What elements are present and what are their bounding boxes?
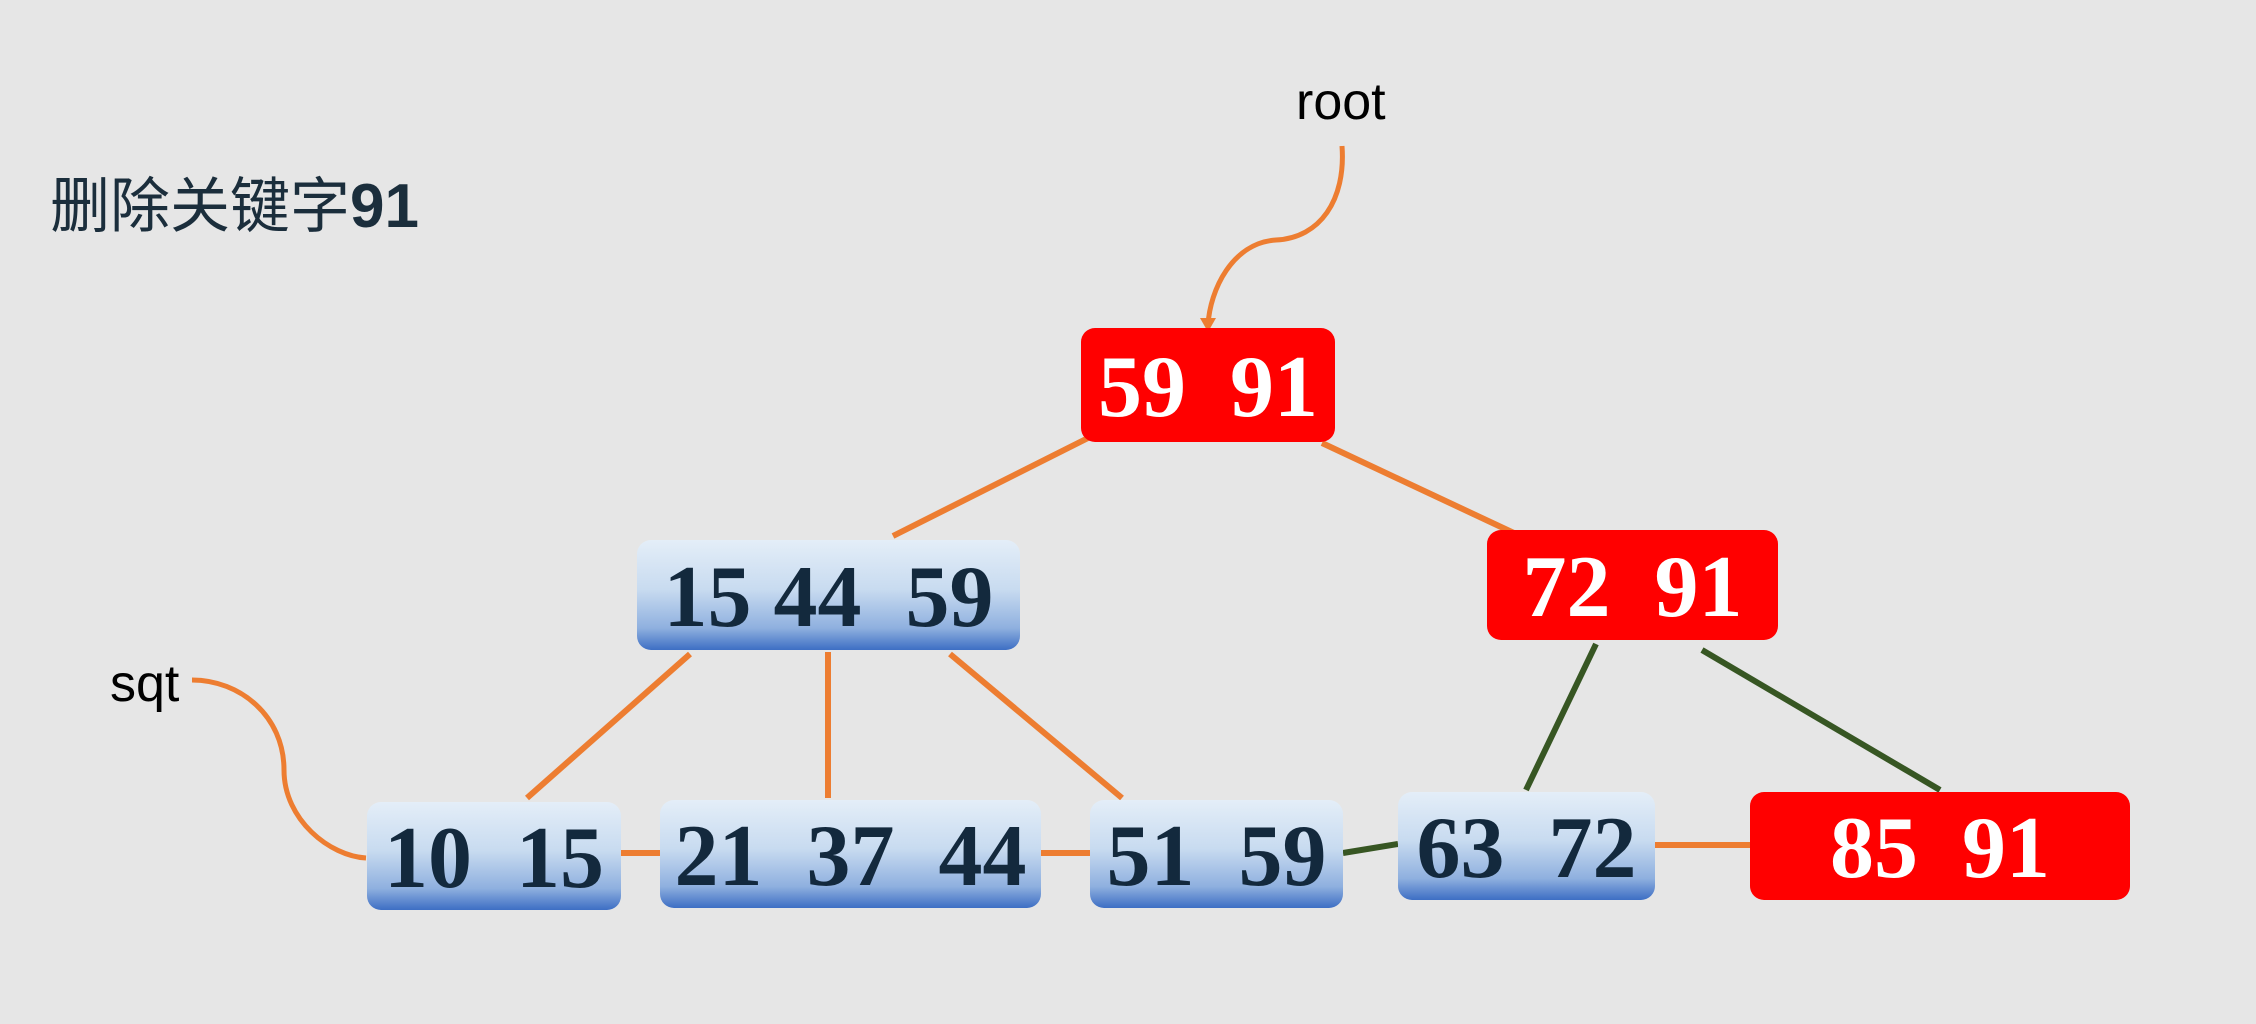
node-keys: 10 15	[384, 810, 604, 907]
tree-node-leaf-1: 10 15	[367, 802, 621, 910]
root-pointer-arrowhead	[1200, 318, 1216, 332]
node-keys: 15 44 59	[663, 549, 994, 646]
edge-left-leaf1	[525, 651, 692, 801]
tree-node-leaf-3: 51 59	[1090, 800, 1343, 908]
tree-node-root: 59 91	[1081, 328, 1335, 442]
tree-node-leaf-2: 21 37 44	[660, 800, 1041, 908]
sqt-pointer-label: sqt	[110, 655, 180, 713]
root-pointer-arrow	[1205, 145, 1345, 326]
leaf-link-3-4	[1342, 841, 1399, 856]
sqt-pointer-arrow	[191, 677, 367, 861]
tree-node-internal-right: 72 91	[1487, 530, 1778, 640]
root-pointer-label: root	[1296, 73, 1386, 131]
slide-title: 删除关键字91	[50, 158, 419, 245]
node-keys: 51 59	[1106, 808, 1327, 905]
tree-node-internal-left: 15 44 59	[637, 540, 1020, 650]
edge-left-leaf3	[948, 651, 1124, 801]
node-keys: 72 91	[1522, 539, 1743, 636]
edge-right-leaf5	[1700, 647, 1942, 793]
node-keys: 59 91	[1098, 339, 1318, 436]
tree-node-leaf-4: 63 72	[1398, 792, 1655, 900]
edge-right-leaf4	[1523, 642, 1599, 792]
edge-root-left	[891, 435, 1090, 539]
title-text: 删除关键字	[50, 172, 350, 242]
tree-node-leaf-5: 85 91	[1750, 792, 2130, 900]
node-keys: 85 91	[1830, 800, 2050, 897]
title-number: 91	[350, 172, 419, 241]
edge-root-right	[1320, 440, 1518, 537]
node-keys: 21 37 44	[674, 808, 1027, 905]
node-keys: 63 72	[1416, 800, 1637, 897]
